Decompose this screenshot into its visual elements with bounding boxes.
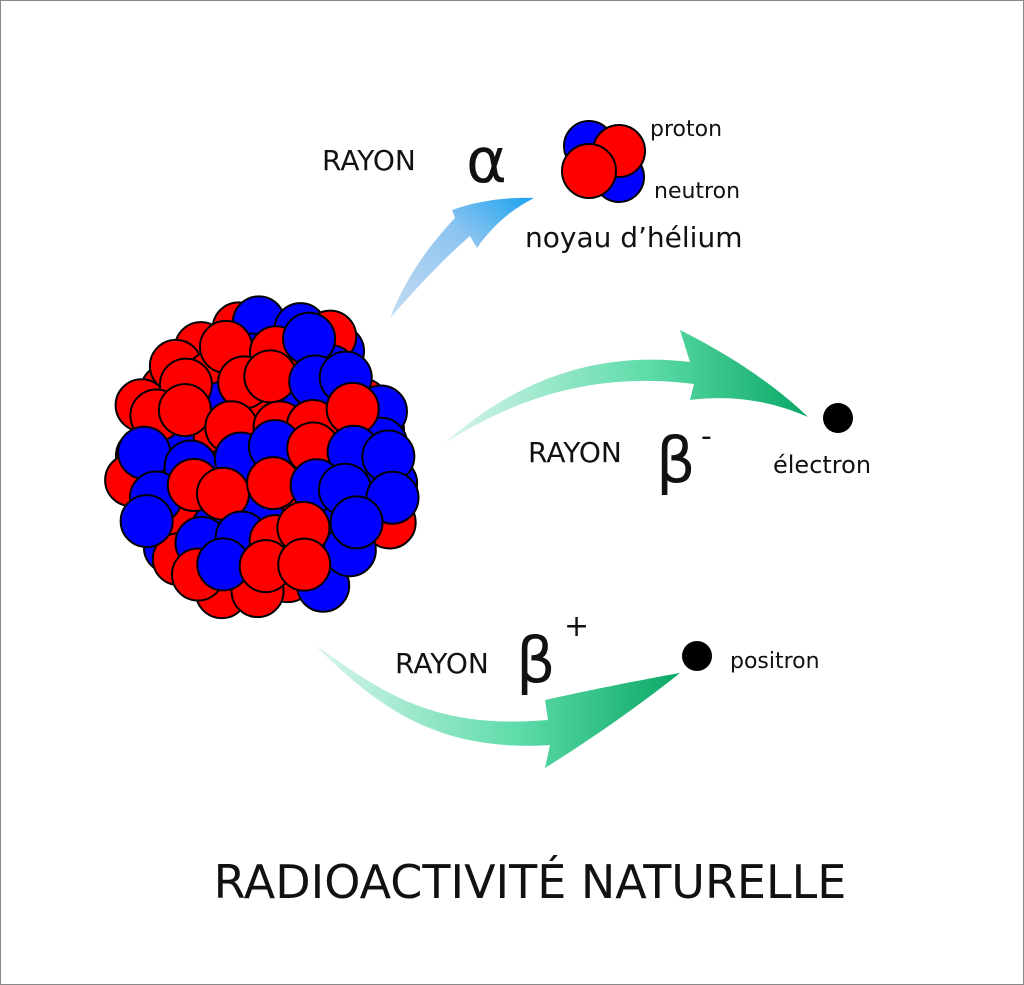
positron-dot <box>682 641 712 671</box>
atomic-nucleus <box>104 295 420 620</box>
beta-plus-sign: + <box>564 609 589 644</box>
electron-dot <box>823 403 853 433</box>
helium-nucleus <box>561 120 646 203</box>
electron-label: électron <box>773 451 871 479</box>
beta-plus-ray-arrow <box>315 645 680 768</box>
proton-ball <box>243 349 298 404</box>
neutron-ball <box>119 494 174 549</box>
beta-minus-ray-arrow <box>445 330 808 443</box>
beta-minus-ray-label: RAYON <box>528 436 622 469</box>
beta-plus-ray-label: RAYON <box>395 647 489 680</box>
proton-ball <box>157 383 212 438</box>
neutron-ball <box>117 425 172 480</box>
neutron-label: neutron <box>654 179 740 204</box>
positron-label: positron <box>730 649 820 674</box>
beta-plus-symbol: β <box>516 624 556 697</box>
diagram-title: RADIOACTIVITÉ NATURELLE <box>214 855 847 909</box>
alpha-symbol: α <box>466 124 507 197</box>
proton-label: proton <box>650 117 722 142</box>
helium-nucleus-label: noyau d’hélium <box>525 221 742 254</box>
alpha-ray-arrow <box>390 197 534 318</box>
beta-minus-symbol: β <box>656 424 696 497</box>
proton-ball <box>561 143 617 199</box>
beta-minus-sign: - <box>701 419 712 454</box>
proton-ball <box>277 537 332 592</box>
alpha-ray-label: RAYON <box>322 144 416 177</box>
neutron-ball <box>329 495 384 550</box>
